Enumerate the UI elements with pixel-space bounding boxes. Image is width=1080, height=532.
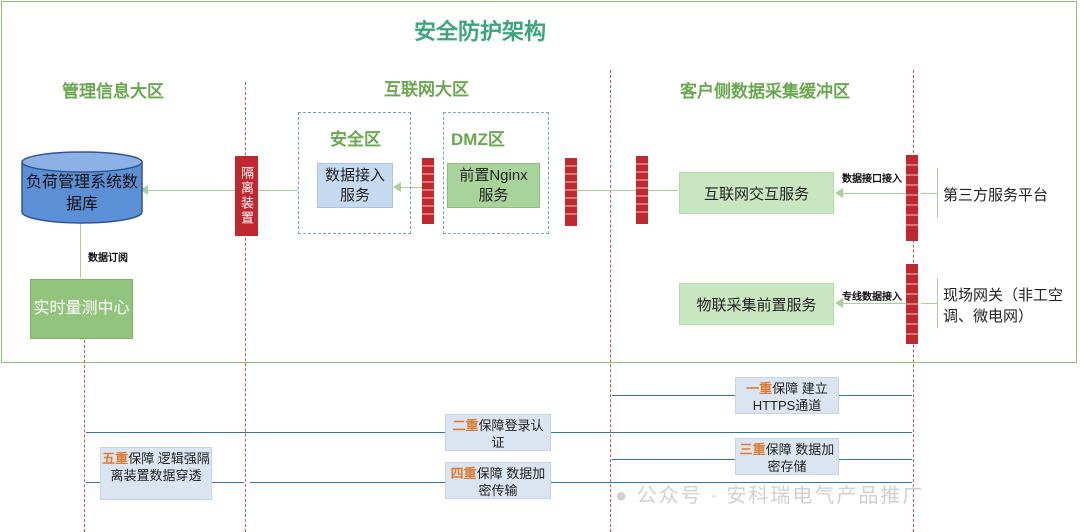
arrowhead-access (393, 182, 401, 192)
firewall-icon (906, 264, 918, 344)
guarantee-1-note: 一重保障 建立HTTPS通道 (735, 377, 839, 414)
zone-mgmt-label: 管理信息大区 (62, 82, 164, 101)
boundary-line-db (84, 340, 85, 532)
guarantee-4-note: 四重保障 数据加密传输 (445, 462, 551, 499)
watermark-text: 公众号 · 安科瑞电气产品推广 (636, 485, 925, 507)
dmz-zone-label: DMZ区 (451, 130, 505, 149)
zone-internet-label: 互联网大区 (384, 80, 469, 99)
boundary-line-mgmt (245, 82, 246, 532)
guarantee-4-highlight: 四重 (450, 466, 477, 481)
guarantee-2-highlight: 二重 (452, 418, 479, 433)
subscribe-label: 数据订阅 (88, 253, 128, 264)
guarantee-3-text: 保障 数据加密存储 (765, 442, 835, 474)
connector-db-realtime (80, 222, 81, 278)
guarantee-3-note: 三重保障 数据加密存储 (735, 438, 839, 475)
connector-ext-field (921, 303, 937, 304)
dmz-zone-box (443, 112, 549, 234)
guarantee-5-note: 五重保障 逻辑强隔离装置数据穿透 (100, 447, 212, 500)
architecture-frame (1, 1, 1077, 363)
third-party-platform-node: 第三方服务平台 (943, 187, 1049, 204)
line-access-label: 专线数据接入 (842, 292, 902, 303)
guarantee-5-highlight: 五重 (102, 451, 129, 466)
guarantee-2-note: 二重保障登录认证 (445, 414, 551, 451)
bracket-field (937, 278, 938, 328)
boundary-line-buffer (610, 70, 611, 532)
connector-ext-third (921, 193, 937, 194)
connector-isolation-db (140, 190, 235, 191)
realtime-center-node: 实时量测中心 (30, 279, 133, 339)
database-cylinder-icon (21, 151, 143, 224)
firewall-icon (906, 155, 918, 241)
api-access-label: 数据接口接入 (842, 174, 902, 185)
connector-buffer-service (648, 190, 678, 191)
security-zone-box (298, 112, 411, 234)
database-label: 负荷管理系统数据库 (26, 174, 139, 213)
connector-dmz-buffer (576, 190, 636, 191)
guarantee-5-text: 保障 逻辑强隔离装置数据穿透 (110, 451, 210, 483)
arrowhead-iot-service (835, 298, 843, 308)
arrowhead-internet-service (835, 188, 843, 198)
firewall-icon (636, 156, 648, 224)
firewall-icon (422, 158, 434, 224)
watermark: ● 公众号 · 安科瑞电气产品推广 (615, 479, 924, 508)
arrowhead-db (140, 185, 148, 195)
guarantee-4-arrow (250, 482, 912, 483)
guarantee-4-text: 保障 数据加密传输 (476, 466, 546, 498)
connector-field (842, 303, 907, 304)
connector-isolation-security (258, 190, 298, 191)
wechat-icon: ● (615, 485, 630, 507)
nginx-service-node: 前置Nginx服务 (447, 163, 540, 208)
field-gateway-node: 现场网关（非工空调、微电网） (943, 287, 1064, 325)
zone-buffer-label: 客户侧数据采集缓冲区 (680, 82, 850, 101)
guarantee-1-highlight: 一重 (746, 381, 773, 396)
firewall-icon (565, 158, 577, 226)
guarantee-1-text: 保障 建立HTTPS通道 (752, 381, 828, 413)
guarantee-2-text: 保障登录认证 (478, 418, 544, 450)
data-access-service-node: 数据接入服务 (317, 163, 393, 208)
connector-third-party (842, 193, 907, 194)
isolation-device-node: 隔离装置 (235, 156, 258, 236)
security-zone-label: 安全区 (330, 130, 381, 149)
connector-nginx-access (400, 187, 425, 188)
diagram-title: 安全防护架构 (413, 19, 546, 44)
internet-interaction-service-node: 互联网交互服务 (679, 172, 834, 214)
guarantee-3-highlight: 三重 (739, 442, 766, 457)
bracket-third (937, 168, 938, 218)
iot-collection-service-node: 物联采集前置服务 (679, 283, 834, 325)
